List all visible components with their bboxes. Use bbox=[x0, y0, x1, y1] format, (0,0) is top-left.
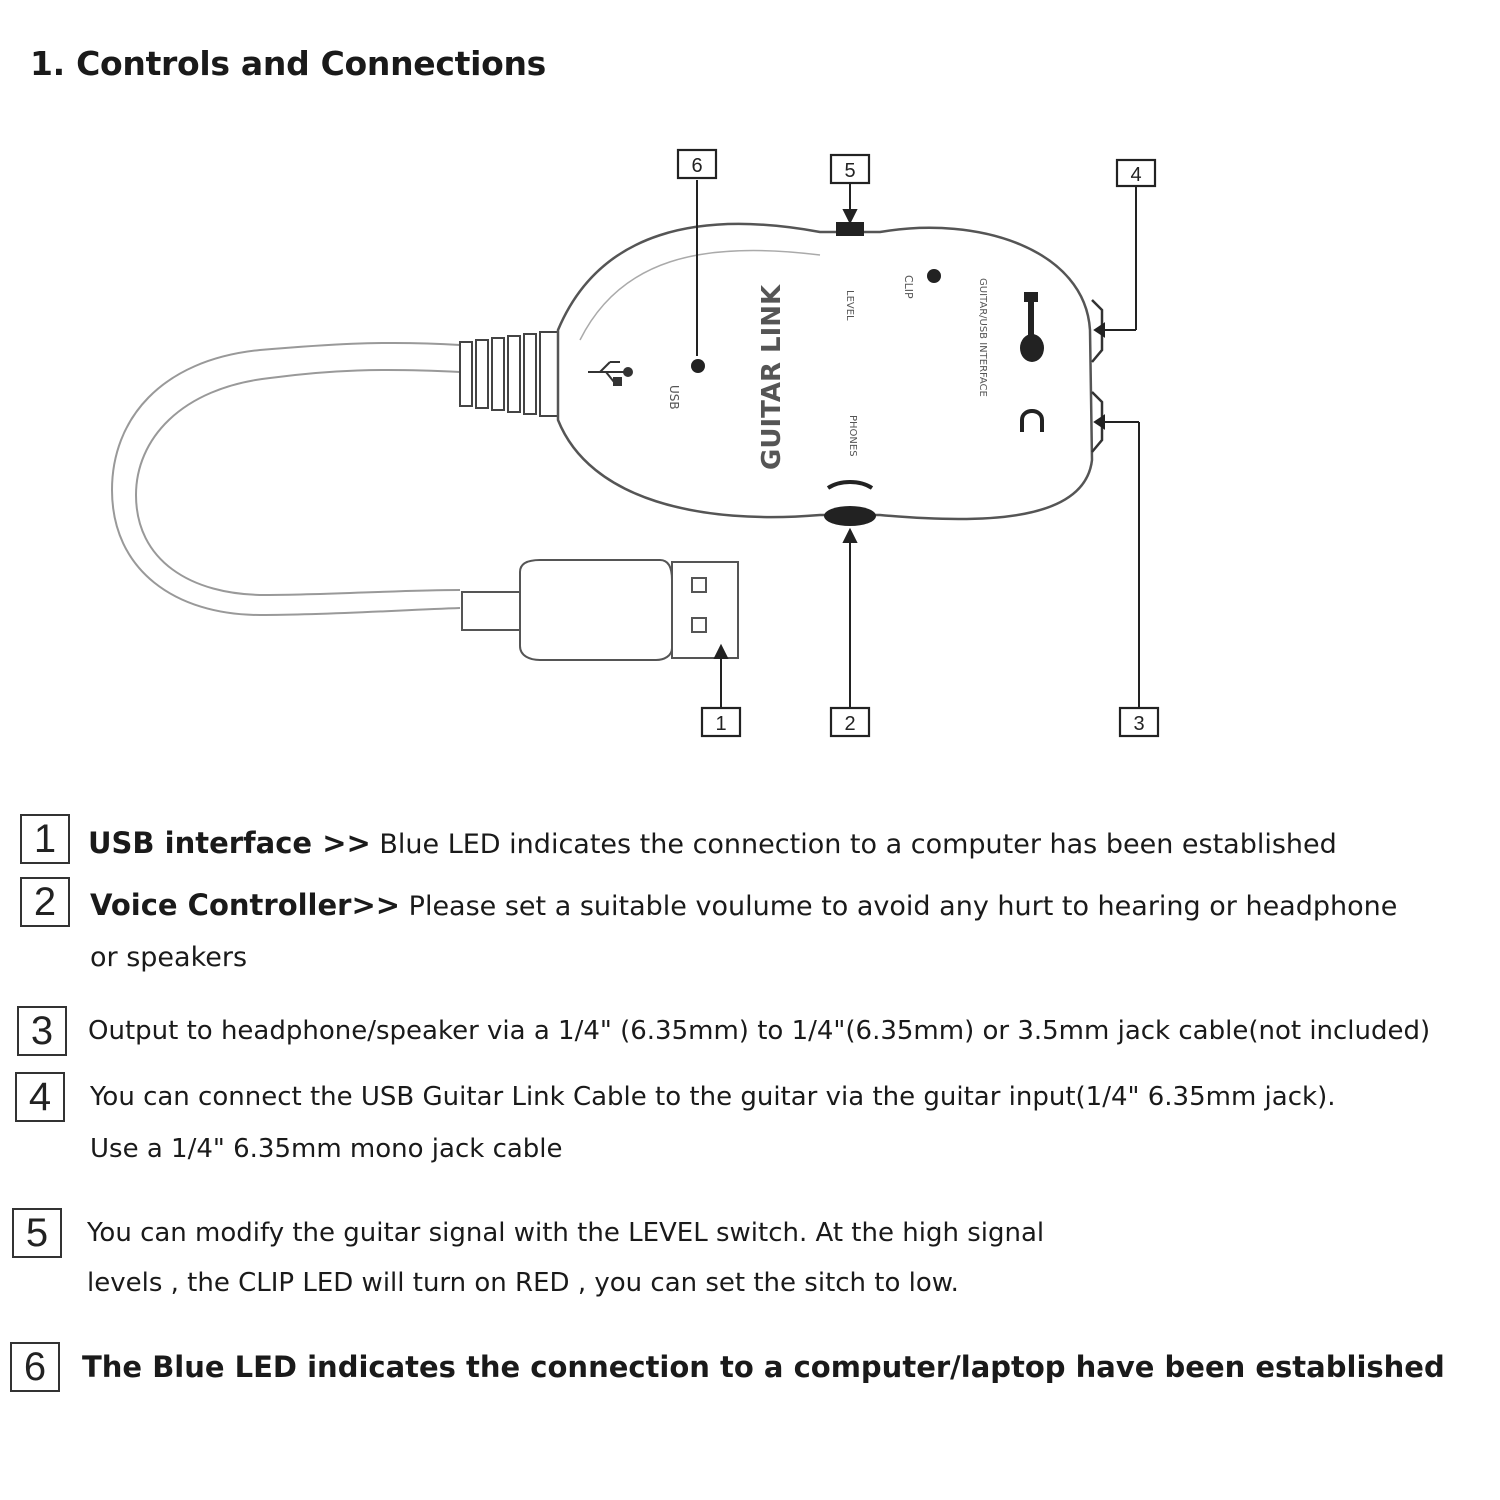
phones-label: PHONES bbox=[847, 415, 858, 457]
usb-label: USB bbox=[667, 385, 681, 410]
legend-line-2b: or speakers bbox=[90, 942, 248, 973]
volume-wheel bbox=[824, 506, 876, 526]
legend-number-6: 6 bbox=[10, 1342, 60, 1392]
clip-label: CLIP bbox=[902, 275, 915, 299]
usb-led bbox=[691, 359, 705, 373]
svg-text:1: 1 bbox=[715, 713, 726, 735]
legend-line-4b: Use a 1/4" 6.35mm mono jack cable bbox=[90, 1134, 563, 1164]
legend-line-5b: levels , the CLIP LED will turn on RED ,… bbox=[87, 1268, 959, 1298]
legend-heading-6: The Blue LED indicates the connection to… bbox=[82, 1350, 1445, 1384]
svg-text:4: 4 bbox=[1130, 164, 1141, 186]
callout-5: 5 bbox=[829, 153, 871, 185]
legend-number-2: 2 bbox=[20, 877, 70, 927]
page-title: 1. Controls and Connections bbox=[30, 44, 547, 83]
svg-text:2: 2 bbox=[844, 713, 855, 735]
legend-number-3: 3 bbox=[17, 1006, 67, 1056]
headphone-icon bbox=[1020, 409, 1044, 432]
legend-number-1: 1 bbox=[20, 814, 70, 864]
level-label: LEVEL bbox=[844, 290, 855, 321]
svg-text:6: 6 bbox=[691, 155, 702, 177]
brand-text: GUITAR LINK bbox=[757, 284, 787, 470]
guitar-link-diagram: GUITAR LINK USB LEVEL CLIP PHONES GUITAR… bbox=[110, 148, 1160, 738]
legend-heading-1: USB interface >> bbox=[88, 826, 371, 860]
legend-line-3: Output to headphone/speaker via a 1/4" (… bbox=[88, 1016, 1431, 1046]
legend-line-1: USB interface >> Blue LED indicates the … bbox=[88, 826, 1337, 860]
callout-6: 6 bbox=[676, 148, 718, 180]
legend-line-4: You can connect the USB Guitar Link Cabl… bbox=[90, 1082, 1336, 1112]
legend-number-4: 4 bbox=[15, 1072, 65, 1122]
guitar-icon bbox=[1020, 292, 1044, 362]
legend-text-1: Blue LED indicates the connection to a c… bbox=[370, 829, 1337, 860]
interface-label: GUITAR/USB INTERFACE bbox=[977, 278, 988, 397]
svg-text:5: 5 bbox=[844, 160, 855, 182]
legend-line-2: Voice Controller>> Please set a suitable… bbox=[90, 888, 1397, 922]
svg-text:3: 3 bbox=[1133, 713, 1144, 735]
strain-relief bbox=[459, 331, 559, 417]
legend-text-2: Please set a suitable voulume to avoid a… bbox=[400, 891, 1398, 922]
callout-1: 1 bbox=[700, 706, 742, 738]
clip-led bbox=[927, 269, 941, 283]
legend-number-5: 5 bbox=[12, 1208, 62, 1258]
callout-2: 2 bbox=[829, 706, 871, 738]
legend-heading-2: Voice Controller>> bbox=[90, 888, 401, 922]
usb-cable bbox=[110, 341, 461, 617]
interface-body bbox=[556, 222, 1094, 521]
level-switch bbox=[836, 222, 864, 236]
legend-line-5: You can modify the guitar signal with th… bbox=[87, 1218, 1045, 1248]
callout-3: 3 bbox=[1118, 706, 1160, 738]
legend-line-6: The Blue LED indicates the connection to… bbox=[82, 1350, 1445, 1384]
usb-symbol-icon bbox=[588, 361, 633, 386]
callout-leaders bbox=[696, 180, 1140, 708]
usb-plug bbox=[461, 559, 739, 661]
callout-4: 4 bbox=[1115, 158, 1157, 188]
